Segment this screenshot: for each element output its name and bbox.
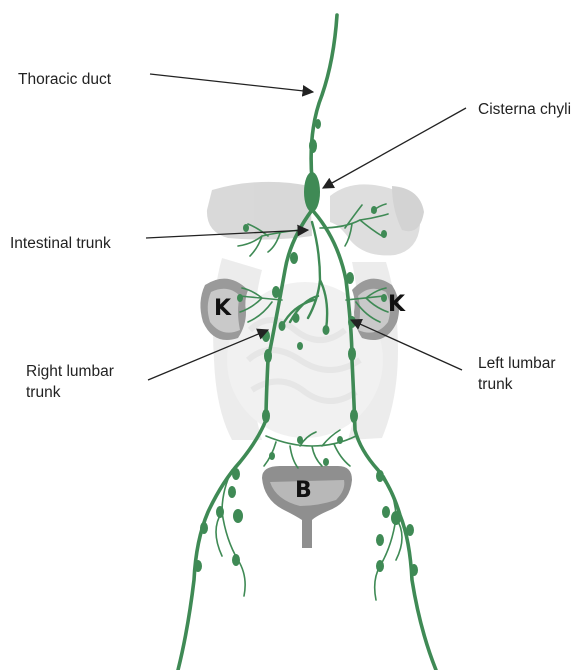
bladder-label: B xyxy=(295,478,312,503)
left-lumbar-trunk-label-line1: Left lumbar xyxy=(478,354,556,374)
intestinal-trunk-label: Intestinal trunk xyxy=(10,234,111,254)
kidney-right-label: K xyxy=(388,292,405,317)
cisterna-chyli-arrow xyxy=(323,108,466,188)
kidney-left-label: K xyxy=(214,296,231,321)
right-lumbar-trunk-label-line1: Right lumbar xyxy=(26,362,114,382)
left-lumbar-trunk-label-line2: trunk xyxy=(478,375,512,395)
right-lumbar-trunk-label-line2: trunk xyxy=(26,383,60,403)
thoracic-duct-arrow xyxy=(150,74,313,92)
thoracic-duct-label: Thoracic duct xyxy=(18,70,111,90)
cisterna-chyli-node xyxy=(304,172,320,212)
thoracic-duct-vessel xyxy=(311,15,337,180)
cisterna-chyli-label: Cisterna chyli xyxy=(478,100,571,120)
